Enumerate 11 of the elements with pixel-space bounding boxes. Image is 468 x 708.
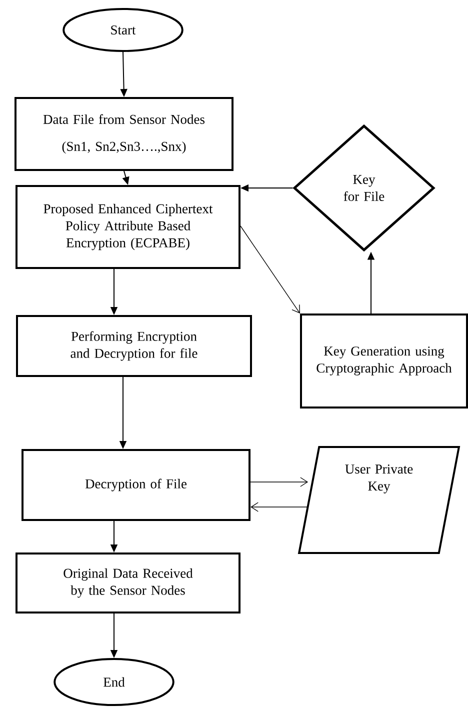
process-box: Original Data Received by the Sensor Nodes [16,552,240,614]
arrow [240,226,300,314]
arrow [250,502,308,512]
process-box: Performing Encryption and Decryption for file [16,315,252,377]
process-box: Decryption of File [22,449,250,521]
start-oval: Start [62,8,184,52]
process-box: Data File from Sensor Nodes (Sn1, Sn2,Sn3….,Snx) [14,97,234,171]
end-oval: End [54,658,174,706]
process-box: Key Generation using Cryptographic Approach [300,314,468,408]
arrow [250,477,308,487]
process-box: Proposed Enhanced Ciphertext Policy Attribute Based Encryption (ECPABE) [16,185,240,269]
